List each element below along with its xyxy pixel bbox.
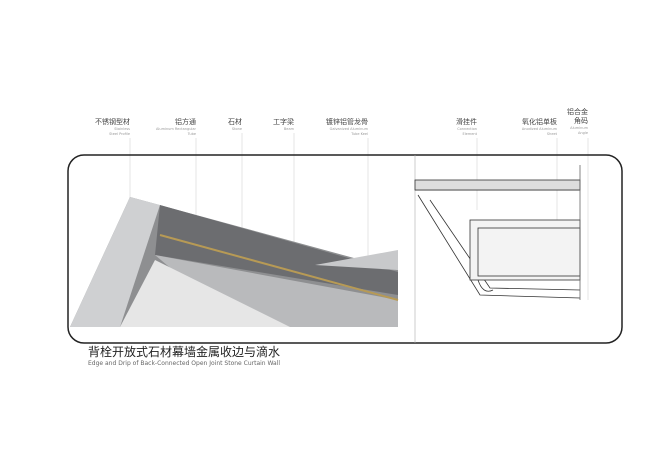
label-en: Beam [283,127,294,131]
label-zh: 不锈钢型材 [95,118,130,126]
label-zh: 工字梁 [273,118,294,126]
label-en: Stone [231,127,242,131]
section-detail [414,165,581,300]
label-zh: 滑挂件 [456,118,477,126]
leader-lines [129,133,589,300]
label-zh: 氧化铝单板 [522,118,557,126]
caption-zh: 背栓开放式石材幕墙金属收边与滴水 [88,345,281,359]
caption: 背栓开放式石材幕墙金属收边与滴水 Edge and Drip of Back-C… [88,345,280,368]
render-3d [70,197,399,327]
label-en: Aluminum Angle [570,126,588,135]
label-en: Aluminum Rectangular Tube [155,127,196,136]
frame [67,154,623,344]
label-en: Anodized Aluminum Sheet [521,127,557,136]
label-zh: 石材 [228,118,242,126]
caption-en: Edge and Drip of Back-Connected Open Joi… [88,360,281,367]
label-en: Connection Element [457,127,477,136]
label-zh: 铝方通 [175,118,196,126]
label-en: Stainless Steel Profile [109,127,130,136]
label-en: Galvanized Aluminum Tube Keel [329,127,368,136]
label-zh: 镀锌铝管龙骨 [326,118,368,126]
label-zh: 铝合金角码 [567,108,588,125]
